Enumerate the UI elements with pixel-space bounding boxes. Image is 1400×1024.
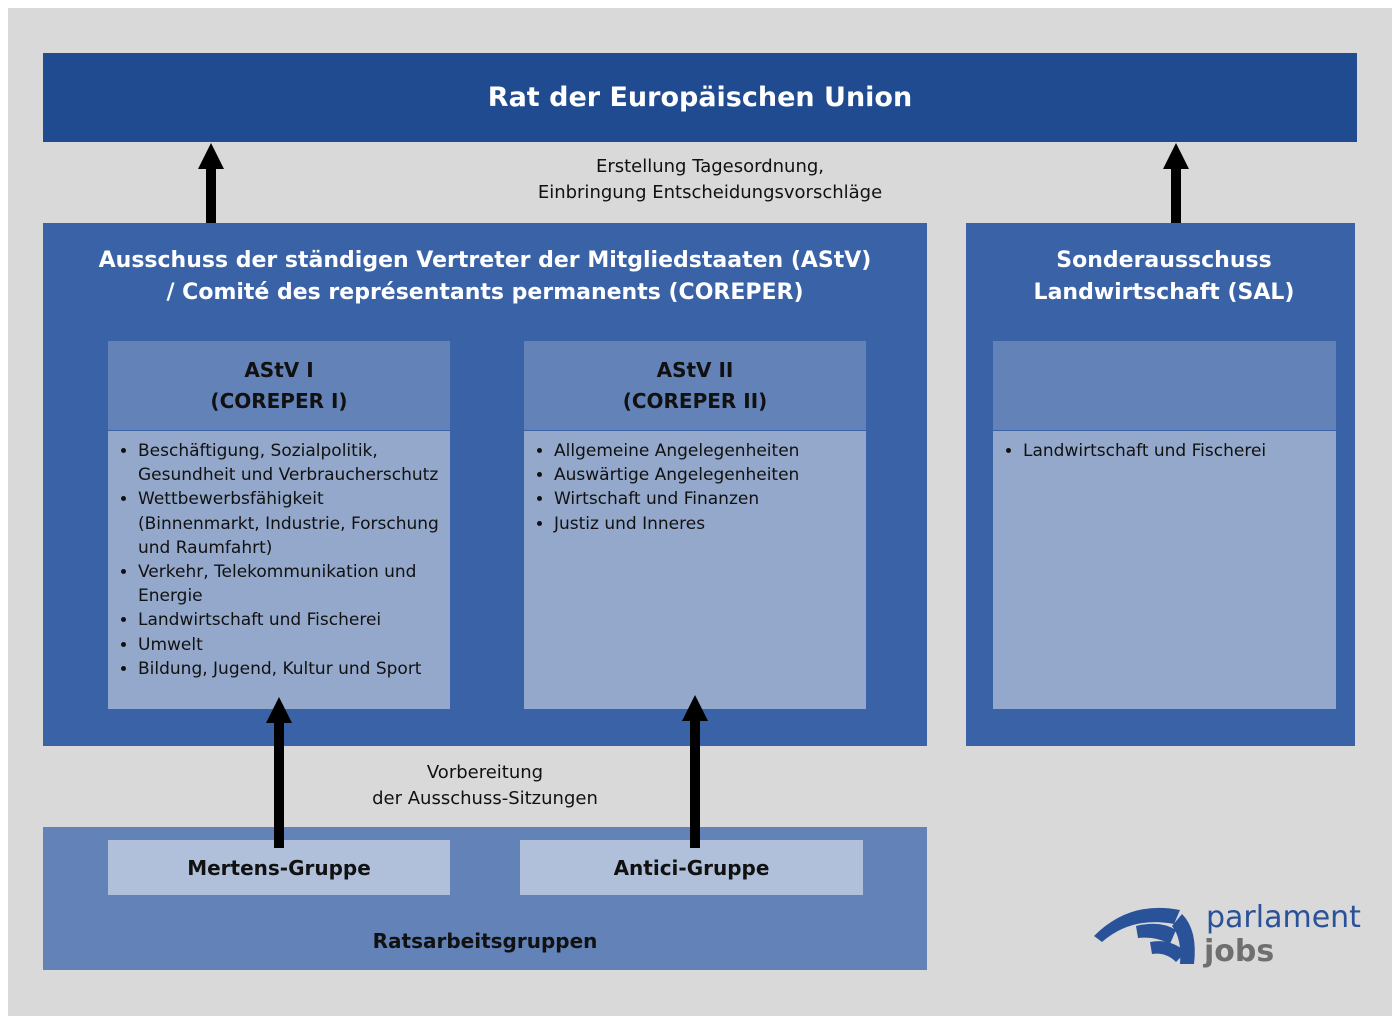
working-groups-title: Ratsarbeitsgruppen <box>372 929 598 953</box>
mertens-group-label: Mertens-Gruppe <box>187 855 371 880</box>
astv1-list: Beschäftigung, Sozialpolitik, Gesundheit… <box>108 431 450 681</box>
sal-list: Landwirtschaft und Fischerei <box>993 431 1336 463</box>
logo-text-line2: jobs <box>1204 934 1275 969</box>
council-title: Rat der Europäischen Union <box>487 82 913 113</box>
list-item: Landwirtschaft und Fischerei <box>1023 439 1328 463</box>
top-note-line1: Erstellung Tagesordnung, <box>595 156 825 177</box>
arrow-up-sal-to-council <box>1163 143 1189 223</box>
arrow-up-mertens-to-astv1 <box>266 697 292 848</box>
astv2-title-line1: AStV II <box>656 357 734 382</box>
astv2-body: Allgemeine Angelegenheiten Auswärtige An… <box>524 431 866 709</box>
list-item: Bildung, Jugend, Kultur und Sport <box>138 657 442 681</box>
sal-body: Landwirtschaft und Fischerei <box>993 431 1336 709</box>
bottom-note: Vorbereitung der Ausschuss-Sitzungen <box>300 760 670 812</box>
bottom-note-line2: der Ausschuss-Sitzungen <box>372 788 598 809</box>
bottom-note-line1: Vorbereitung <box>426 762 544 783</box>
top-note-line2: Einbringung Entscheidungsvorschläge <box>537 182 883 203</box>
council-box: Rat der Europäischen Union <box>43 53 1357 142</box>
astv2-header: AStV II (COREPER II) <box>524 341 866 430</box>
astv1-body: Beschäftigung, Sozialpolitik, Gesundheit… <box>108 431 450 709</box>
list-item: Umwelt <box>138 633 442 657</box>
astv2-title-line2: (COREPER II) <box>622 388 768 413</box>
sal-title: Sonderausschuss Landwirtschaft (SAL) <box>966 245 1362 309</box>
arrow-up-antici-to-astv2 <box>682 695 708 848</box>
coreper-title: Ausschuss der ständigen Vertreter der Mi… <box>43 245 927 309</box>
list-item: Allgemeine Angelegenheiten <box>554 439 858 463</box>
astv1-header: AStV I (COREPER I) <box>108 341 450 430</box>
list-item: Wirtschaft und Finanzen <box>554 487 858 511</box>
astv2-list: Allgemeine Angelegenheiten Auswärtige An… <box>524 431 866 536</box>
astv1-title-line2: (COREPER I) <box>210 388 348 413</box>
antici-group-box: Antici-Gruppe <box>520 840 863 895</box>
list-item: Beschäftigung, Sozialpolitik, Gesundheit… <box>138 439 442 487</box>
astv1-title-line1: AStV I <box>244 357 314 382</box>
list-item: Justiz und Inneres <box>554 512 858 536</box>
mertens-group-box: Mertens-Gruppe <box>108 840 450 895</box>
list-item: Wettbewerbsfähigkeit (Binnenmarkt, Indus… <box>138 487 442 560</box>
logo-text-line1: parlament <box>1206 900 1361 935</box>
list-item: Auswärtige Angelegenheiten <box>554 463 858 487</box>
sal-title-line1: Sonderausschuss <box>1056 248 1272 273</box>
parlament-jobs-logo-icon <box>1090 902 1200 968</box>
top-note: Erstellung Tagesordnung, Einbringung Ent… <box>480 154 940 206</box>
sal-title-line2: Landwirtschaft (SAL) <box>1033 280 1295 305</box>
arrow-up-coreper-to-council <box>198 143 224 223</box>
coreper-title-line2: / Comité des représentants permanents (C… <box>166 280 804 305</box>
list-item: Verkehr, Telekommunikation und Energie <box>138 560 442 608</box>
list-item: Landwirtschaft und Fischerei <box>138 608 442 632</box>
coreper-title-line1: Ausschuss der ständigen Vertreter der Mi… <box>98 248 872 273</box>
antici-group-label: Antici-Gruppe <box>613 855 770 880</box>
sal-header <box>993 341 1336 430</box>
